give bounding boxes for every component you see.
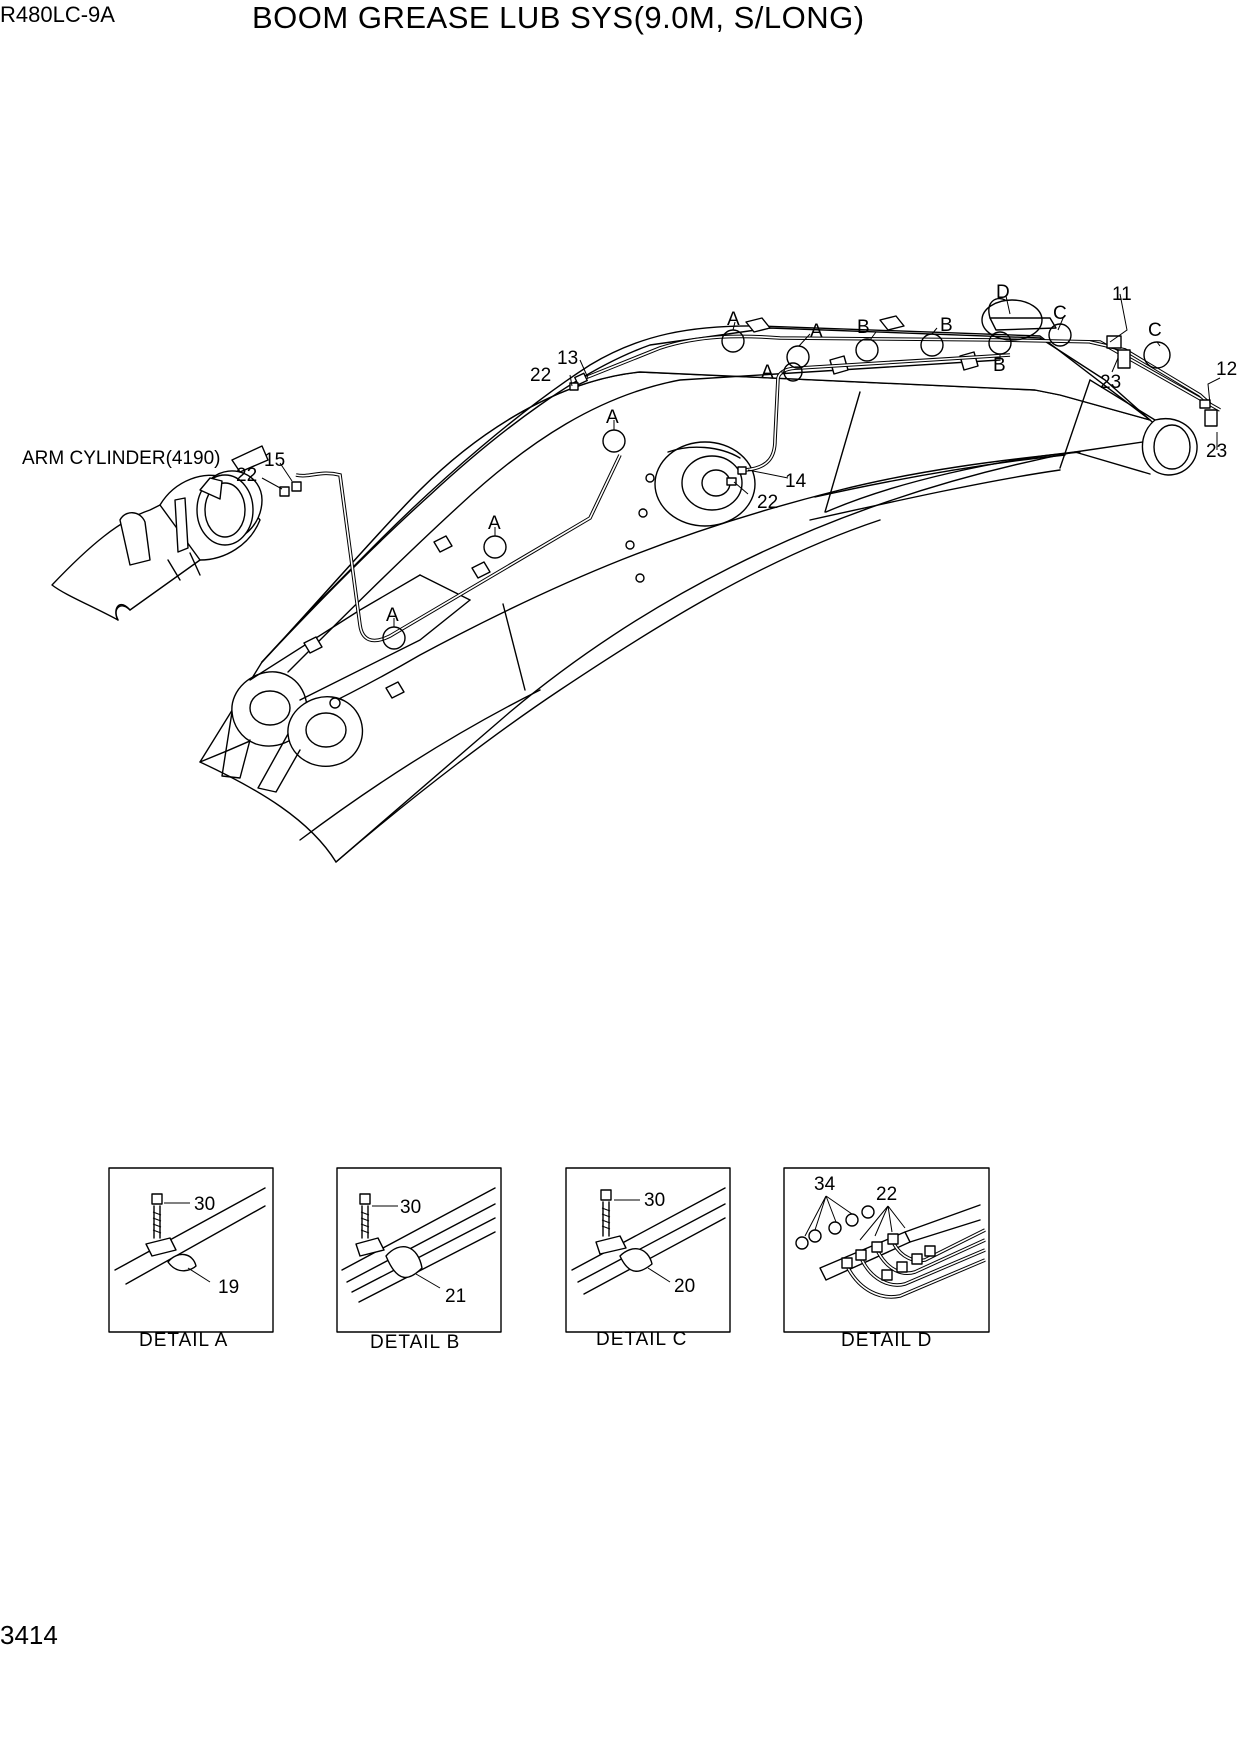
detail-a-clamp-callout: 19 — [218, 1277, 239, 1298]
detail-b-clamp-callout: 21 — [445, 1286, 466, 1307]
detail-a-panel: 30 19 DETAIL A — [108, 1167, 274, 1351]
marker-a-3: A — [761, 362, 774, 383]
marker-c-2: C — [1148, 320, 1162, 341]
callout-22-boom-foot: 22 — [530, 365, 551, 386]
marker-b-3: B — [993, 355, 1006, 376]
leader-lines — [261, 293, 1221, 627]
callout-23-top: 23 — [1100, 372, 1121, 393]
model-code: R480LC-9A — [0, 2, 115, 27]
detail-d-hose-callout: 22 — [876, 1184, 897, 1205]
callout-22-arm-cylinder: 22 — [236, 465, 257, 486]
arm-cylinder-label: ARM CYLINDER(4190) — [22, 448, 221, 469]
marker-b-1: B — [857, 317, 870, 338]
callout-15: 15 — [264, 450, 285, 471]
detail-c-bolt-callout: 30 — [644, 1190, 665, 1211]
page-number: 3414 — [0, 1620, 58, 1650]
marker-d-1: D — [996, 282, 1010, 303]
callout-23-nose: 23 — [1206, 441, 1227, 462]
detail-b-caption: DETAIL B — [370, 1332, 460, 1353]
callout-11: 11 — [1112, 284, 1132, 305]
marker-c-1: C — [1053, 303, 1067, 324]
detail-c-clamp-callout: 20 — [674, 1276, 695, 1297]
arm-cylinder-illustration — [51, 445, 269, 621]
grease-lines — [279, 297, 1221, 643]
hose-bundle — [841, 1228, 986, 1299]
marker-a-5: A — [488, 513, 501, 534]
boom-illustration — [199, 315, 1198, 863]
marker-a-2: A — [810, 321, 823, 342]
callout-12: 12 — [1216, 359, 1237, 380]
callout-13: 13 — [557, 348, 578, 369]
marker-a-1: A — [727, 309, 740, 330]
detail-c-caption: DETAIL C — [596, 1329, 687, 1350]
callout-14: 14 — [785, 471, 807, 492]
detail-d-caption: DETAIL D — [841, 1330, 932, 1351]
detail-d-fitting-callout: 34 — [814, 1174, 836, 1195]
page-title: BOOM GREASE LUB SYS(9.0M, S/LONG) — [252, 0, 865, 35]
detail-b-panel: 30 21 DETAIL B — [336, 1167, 502, 1353]
detail-a-caption: DETAIL A — [139, 1330, 228, 1351]
callout-22-boom-center: 22 — [757, 492, 778, 513]
main-view-labels: ARM CYLINDER(4190) 11 12 13 14 15 22 22 … — [22, 282, 1237, 626]
marker-a-4: A — [606, 407, 619, 428]
detail-c-panel: 30 20 DETAIL C — [565, 1167, 731, 1350]
marker-b-2: B — [940, 315, 953, 336]
detail-a-bolt-callout: 30 — [194, 1194, 215, 1215]
detail-d-panel: 34 22 DETAIL D — [783, 1167, 990, 1351]
marker-a-6: A — [386, 605, 399, 626]
detail-b-bolt-callout: 30 — [400, 1197, 421, 1218]
